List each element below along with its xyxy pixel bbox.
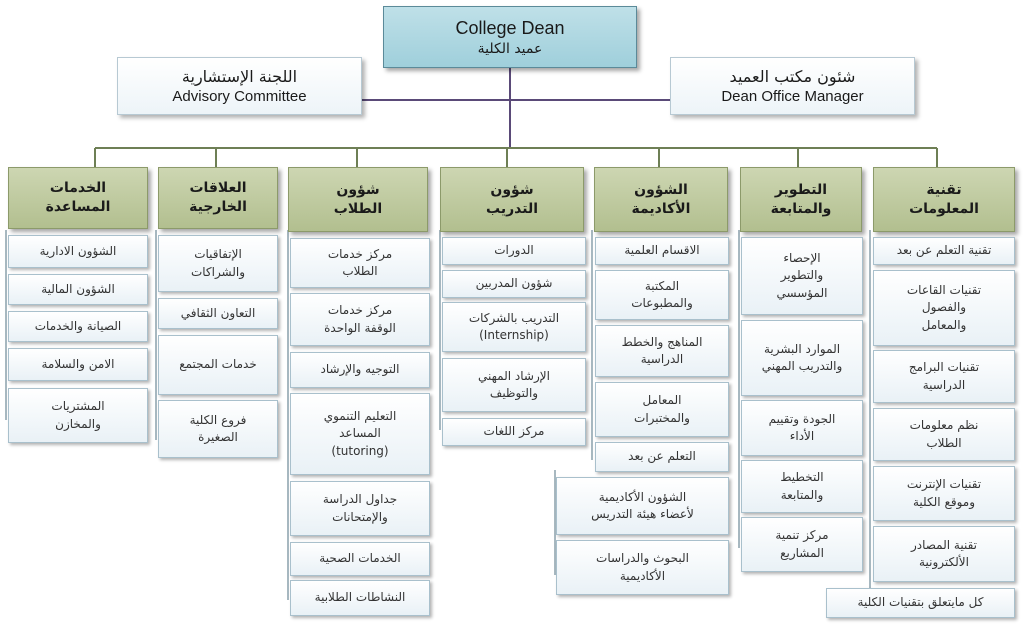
sub-item: جداول الدراسة والإمتحانات (290, 481, 430, 536)
sub-item: كل مايتعلق بتقنيات الكلية (826, 588, 1015, 618)
sub-item: نظم معلومات الطلاب (873, 408, 1015, 461)
sub-item: التخطيط والمتابعة (741, 460, 863, 513)
office-title-en: Dean Office Manager (721, 88, 864, 105)
sub-item: تقنيات البرامج الدراسية (873, 350, 1015, 403)
department-auxiliary-services: الخدمات المساعدة (8, 167, 148, 229)
sub-item: الإتفاقيات والشراكات (158, 235, 278, 292)
sub-item: التدريب بالشركات (Internship) (442, 302, 586, 352)
department-name: العلاقات الخارجية (189, 180, 247, 215)
department-name: الخدمات المساعدة (45, 180, 111, 215)
sub-item: الاقسام العلمية (595, 237, 729, 265)
sub-item: البحوث والدراسات الأكاديمية (556, 540, 729, 595)
sub-item: الشؤون المالية (8, 274, 148, 305)
dean-title-en: College Dean (455, 17, 565, 38)
department-name: التطوير والمتابعة (770, 181, 832, 217)
sub-item: مركز خدمات الوقفة الواحدة (290, 293, 430, 346)
college-dean-box: College Dean عميد الكلية (383, 6, 637, 68)
sub-item: التعلم عن بعد (595, 442, 729, 472)
sub-item: المشتريات والمخازن (8, 388, 148, 443)
sub-item: الجودة وتقييم الأداء (741, 400, 863, 456)
department-name: تقنية المعلومات (909, 181, 979, 217)
department-information-technology: تقنية المعلومات (873, 167, 1015, 232)
dean-title-ar: عميد الكلية (477, 40, 543, 57)
sub-item: النشاطات الطلابية (290, 580, 430, 616)
department-academic-affairs: الشؤون الأكاديمة (594, 167, 728, 232)
sub-item: الشؤون الأكاديمية لأعضاء هيئة التدريس (556, 477, 729, 535)
department-name: شؤون التدريب (486, 181, 538, 217)
sub-item: شؤون المدربين (442, 270, 586, 298)
sub-item: الامن والسلامة (8, 348, 148, 381)
advisory-committee-box: اللجنة الإستشارية Advisory Committee (117, 57, 362, 115)
department-training-affairs: شؤون التدريب (440, 167, 584, 232)
department-name: الشؤون الأكاديمة (631, 181, 691, 217)
sub-item: الإرشاد المهني والتوظيف (442, 358, 586, 412)
dean-office-manager-box: شئون مكتب العميد Dean Office Manager (670, 57, 915, 115)
sub-item: فروع الكلية الصغيرة (158, 400, 278, 458)
sub-item: تقنية المصادر الألكترونية (873, 526, 1015, 582)
department-development-followup: التطوير والمتابعة (740, 167, 862, 232)
department-external-relations: العلاقات الخارجية (158, 167, 278, 229)
sub-item: تقنيات القاعات والفصول والمعامل (873, 270, 1015, 346)
advisory-title-en: Advisory Committee (172, 88, 307, 105)
sub-item: مركز اللغات (442, 418, 586, 446)
sub-item: تقنيات الإنترنت وموقع الكلية (873, 466, 1015, 521)
sub-item: الصيانة والخدمات (8, 311, 148, 342)
sub-item: التعليم التنموي المساعد (tutoring) (290, 393, 430, 475)
sub-item: الشؤون الادارية (8, 235, 148, 268)
department-name: شؤون الطلاب (333, 181, 383, 217)
sub-item: المناهج والخطط الدراسية (595, 325, 729, 377)
sub-item: المكتبة والمطبوعات (595, 270, 729, 320)
sub-item: التوجيه والإرشاد (290, 352, 430, 388)
sub-item: التعاون الثقافي (158, 298, 278, 329)
sub-item: المعامل والمختبرات (595, 382, 729, 437)
department-student-affairs: شؤون الطلاب (288, 167, 428, 232)
sub-item: تقنية التعلم عن بعد (873, 237, 1015, 265)
sub-item: الإحصاء والتطوير المؤسسي (741, 237, 863, 315)
advisory-title-ar: اللجنة الإستشارية (181, 67, 298, 86)
sub-item: الخدمات الصحية (290, 542, 430, 576)
office-title-ar: شئون مكتب العميد (729, 67, 856, 86)
sub-item: خدمات المجتمع (158, 335, 278, 395)
sub-item: مركز تنمية المشاريع (741, 517, 863, 572)
sub-item: الدورات (442, 237, 586, 265)
sub-item: مركز خدمات الطلاب (290, 238, 430, 288)
sub-item: الموارد البشرية والتدريب المهني (741, 320, 863, 396)
